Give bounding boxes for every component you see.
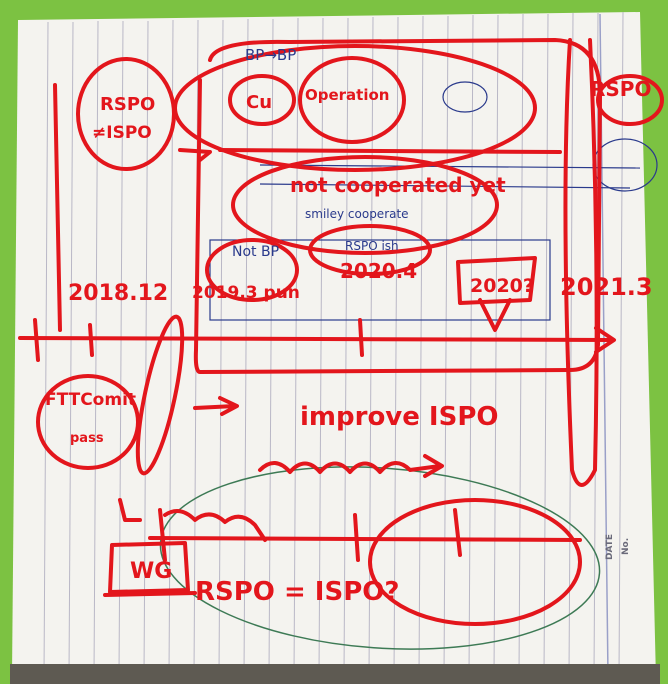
- label-operation: Operation: [305, 86, 389, 104]
- 2019-circle: [205, 238, 299, 302]
- label-bp: BP→BP: [245, 46, 296, 64]
- 2021-oval: [563, 38, 599, 487]
- label-cu: Cu: [246, 92, 272, 113]
- label-smiley-cooperate: smiley cooperate: [305, 207, 409, 221]
- label-not-cooperated: not cooperated yet: [290, 173, 506, 197]
- label-2020q: 2020?: [470, 275, 534, 297]
- ftt-circle: [36, 374, 140, 470]
- bottom-shadow: [10, 664, 660, 684]
- red-marker: [18, 38, 664, 626]
- ruled-lines: [43, 11, 624, 677]
- 2020q-box: [456, 256, 537, 305]
- label-2018: 2018.12: [68, 281, 168, 306]
- label-ftt: FTTComit: [45, 390, 136, 410]
- wavy-line: [258, 461, 442, 474]
- lower-line: [148, 536, 582, 542]
- label-wg: WG: [130, 559, 172, 584]
- label-not-bp: Not BP: [232, 244, 279, 260]
- label-rspo-ish: RSPO ish: [345, 239, 399, 253]
- wg-box: [108, 541, 190, 594]
- label-improve: improve ISPO: [300, 402, 499, 432]
- label-2021: 2021.3: [560, 273, 653, 301]
- label-2020-4: 2020.4: [340, 259, 417, 283]
- operation-circle: [298, 56, 406, 144]
- label-box-top-left-sub: ≠ISPO: [92, 123, 152, 143]
- label-pass: pass: [70, 431, 104, 446]
- label-no: No.: [621, 538, 631, 555]
- label-box-top-left: RSPO: [100, 94, 155, 115]
- handwriting: RSPO ≠ISPO RSPO Cu Operation BP→BP not c…: [45, 46, 653, 607]
- label-date: DATE: [605, 534, 615, 560]
- cu-circle: [228, 74, 296, 126]
- timeline-arrow: [18, 326, 616, 354]
- label-2019: 2019.3 pun: [192, 283, 300, 303]
- label-equation: RSPO = ISPO?: [195, 577, 399, 607]
- middle-ellipse: [231, 155, 499, 255]
- label-top-right: RSPO: [590, 77, 651, 101]
- bottom-right-circle: [368, 498, 582, 626]
- big-frame: [193, 38, 602, 374]
